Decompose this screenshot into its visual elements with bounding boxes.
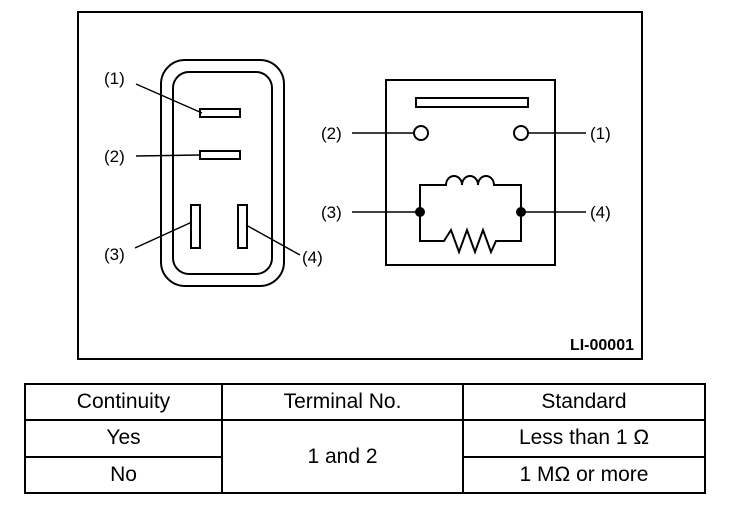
- resistor-symbol: [419, 212, 522, 255]
- connector: (1) (2) (3) (4): [104, 59, 323, 287]
- connector-inner-housing: [172, 71, 273, 275]
- table-row: Yes 1 and 2 Less than 1 Ω: [24, 419, 706, 494]
- table-row: No 1 MΩ or more: [24, 455, 706, 495]
- header-continuity: Continuity: [24, 382, 223, 422]
- coil-symbol: [419, 175, 522, 212]
- connector-label-1: (1): [104, 69, 125, 88]
- header-terminal-no: Terminal No.: [221, 382, 464, 422]
- connector-label-4: (4): [302, 248, 323, 267]
- leader-line-3: [134, 221, 193, 249]
- relay-label-1: (1): [590, 124, 611, 143]
- connector-label-2: (2): [104, 147, 125, 166]
- connector-pin-2: [199, 150, 241, 160]
- figure-frame: [77, 11, 643, 360]
- header-standard: Standard: [462, 382, 706, 422]
- leader-line-4: [245, 224, 301, 256]
- table-header-row: Continuity Terminal No. Standard: [24, 382, 706, 422]
- cell-standard: 1 MΩ or more: [462, 455, 706, 495]
- relay-contact-bar: [415, 97, 529, 108]
- connector-pin-4: [237, 204, 248, 249]
- cell-continuity: Yes: [24, 419, 223, 458]
- connector-outer-housing: [160, 59, 285, 287]
- relay-diagram: (1) (2) (3) (4) (2) (1) (3) (4) LI-00001: [77, 11, 643, 360]
- relay-label-4: (4): [590, 203, 611, 222]
- terminal-2-circle: [413, 125, 429, 141]
- connector-pin-1: [199, 108, 241, 118]
- cell-standard: Less than 1 Ω: [462, 419, 706, 458]
- figure-code: LI-00001: [570, 337, 634, 354]
- leader-line-2: [135, 154, 201, 157]
- relay-label-3: (3): [321, 203, 342, 222]
- continuity-spec-table: Continuity Terminal No. Standard Yes 1 a…: [24, 382, 706, 495]
- relay-schematic: (2) (1) (3) (4): [321, 79, 611, 266]
- cell-terminal-no: 1 and 2: [221, 419, 464, 494]
- connector-pin-3: [190, 204, 201, 249]
- relay-body: [385, 79, 556, 266]
- terminal-1-circle: [513, 125, 529, 141]
- connector-label-3: (3): [104, 245, 125, 264]
- relay-label-2: (2): [321, 124, 342, 143]
- cell-continuity: No: [24, 455, 223, 495]
- leader-line-1: [135, 83, 203, 114]
